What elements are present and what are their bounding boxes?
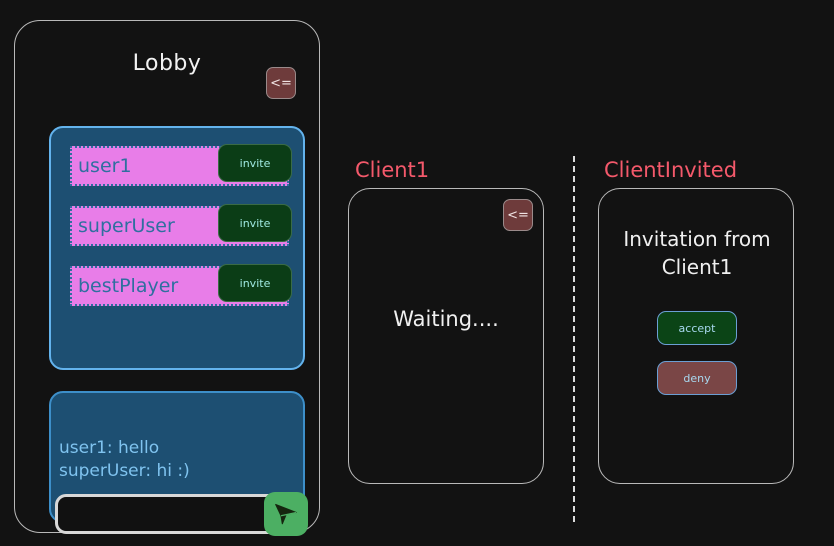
- chat-message: superUser: hi :): [59, 460, 190, 481]
- back-arrow-icon: <=: [270, 75, 292, 91]
- client1-label: Client1: [355, 158, 430, 182]
- list-item[interactable]: superUser invite: [70, 204, 292, 246]
- client1-back-button[interactable]: <=: [503, 199, 533, 231]
- user-name: user1: [78, 155, 132, 177]
- page-title: Lobby: [132, 51, 202, 76]
- user-name: bestPlayer: [78, 275, 179, 297]
- chat-input[interactable]: [55, 494, 287, 534]
- chat-message: user1: hello: [59, 438, 160, 458]
- lobby-back-button[interactable]: <=: [266, 67, 296, 99]
- list-item[interactable]: user1 invite: [70, 144, 292, 186]
- section-divider: [573, 156, 575, 522]
- invitation-message: Invitation from Client1: [623, 227, 771, 279]
- invite-button[interactable]: invite: [218, 204, 292, 242]
- back-arrow-icon: <=: [507, 207, 529, 223]
- chat-message-list: user1: hello superUser: hi :): [59, 437, 295, 483]
- accept-button[interactable]: accept: [657, 311, 737, 345]
- status-text: Waiting....: [393, 307, 499, 331]
- invite-button[interactable]: invite: [218, 144, 292, 182]
- send-paper-plane-icon: [275, 503, 297, 525]
- client-invited-label: ClientInvited: [604, 158, 738, 182]
- invite-button[interactable]: invite: [218, 264, 292, 302]
- lobby-phone-frame: Lobby <= user1 invite superUser invite b…: [14, 20, 320, 536]
- lobby-header: Lobby <=: [15, 47, 319, 99]
- client-invited-phone-frame: Invitation from Client1 accept deny: [598, 188, 794, 484]
- client1-phone-frame: <= Waiting....: [348, 188, 544, 484]
- user-name: superUser: [78, 215, 175, 237]
- list-item[interactable]: bestPlayer invite: [70, 264, 292, 306]
- user-list-container: user1 invite superUser invite bestPlayer…: [49, 126, 305, 370]
- chat-input-wrapper: [55, 494, 287, 534]
- deny-button[interactable]: deny: [657, 361, 737, 395]
- send-button[interactable]: [264, 492, 308, 536]
